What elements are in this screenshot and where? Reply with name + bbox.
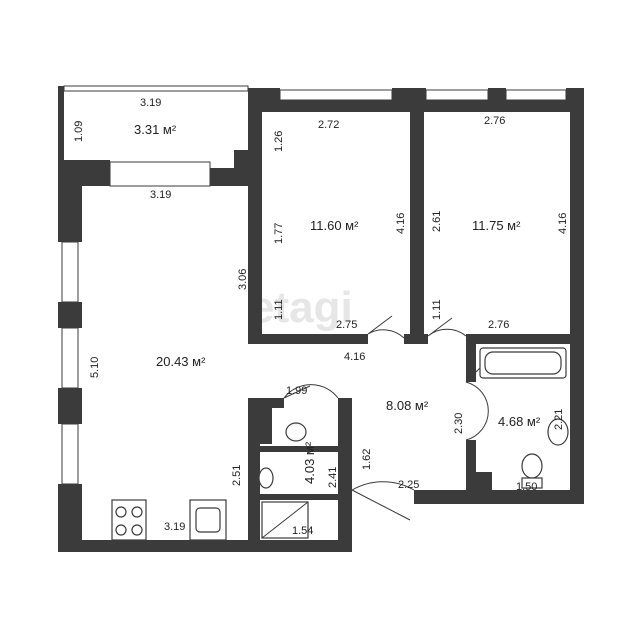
dim-hall-bottom: 2.25 xyxy=(398,479,419,491)
dim-living-mid: 3.06 xyxy=(237,269,249,290)
dim-hall-top: 4.16 xyxy=(344,351,365,363)
bottom-wall xyxy=(58,540,352,552)
bathroom-door xyxy=(465,367,489,441)
wc-partition xyxy=(258,494,342,500)
stove-burner xyxy=(115,524,127,536)
toilet-tank xyxy=(521,477,543,489)
balcony-left-rail xyxy=(58,86,64,160)
dim-balcony-top: 3.19 xyxy=(140,97,161,109)
dim-wc-left: 2.51 xyxy=(231,465,243,486)
left-wall xyxy=(58,388,82,424)
living-window-2 xyxy=(61,327,79,389)
top-wall-segment xyxy=(280,100,392,112)
living-window-3 xyxy=(61,423,79,485)
stove-burner xyxy=(131,506,143,518)
room-area-hall: 8.08 м² xyxy=(386,398,429,413)
stove-burner xyxy=(131,524,143,536)
dim-bed2-left: 2.61 xyxy=(431,211,443,232)
dim-bed1-left-mid: 1.77 xyxy=(273,223,285,244)
watermark: etagi xyxy=(250,283,353,332)
bathroom-sink xyxy=(547,418,569,446)
wc-top-wall xyxy=(248,398,284,408)
dim-bed1-left-lower: 1.11 xyxy=(273,299,285,320)
bedroom-divider-wall xyxy=(410,112,424,344)
dim-bed1-right: 4.16 xyxy=(395,213,407,234)
wc-toilet xyxy=(258,467,274,489)
bedroom2-door xyxy=(427,317,467,337)
room-area-bedroom-1: 11.60 м² xyxy=(310,218,359,233)
wc-right-wall xyxy=(338,398,352,552)
top-wall-segment xyxy=(488,88,506,112)
wc-partition xyxy=(258,446,342,452)
bedroom2-window-right xyxy=(505,89,567,101)
dim-bed1-top: 2.72 xyxy=(318,119,339,131)
bathroom-left-wall xyxy=(476,472,492,504)
wc-left-wall xyxy=(248,398,260,552)
right-wall xyxy=(570,88,584,504)
stove-burner xyxy=(115,506,127,518)
bedroom1-window xyxy=(279,89,393,101)
balcony-top-window xyxy=(63,85,249,92)
left-wall xyxy=(58,302,82,328)
dim-bed1-bottom: 2.75 xyxy=(336,319,357,331)
dim-bed2-left-lower: 1.11 xyxy=(431,299,443,320)
top-wall-segment xyxy=(426,100,488,112)
dim-balcony-side: 1.09 xyxy=(73,121,85,142)
dim-hall-left: 1.62 xyxy=(361,449,373,470)
living-top-wall xyxy=(58,160,110,186)
bedroom2-window-left xyxy=(425,89,489,101)
dim-living-bottom: 3.19 xyxy=(164,521,185,533)
bedroom2-bottom-wall xyxy=(466,334,584,344)
living-window-1 xyxy=(61,241,79,303)
wc-door xyxy=(283,384,339,399)
balcony-door xyxy=(109,161,211,187)
dim-bath-bottom: 1.50 xyxy=(516,481,537,493)
bedroom1-left-wall xyxy=(248,112,262,342)
wc-niche xyxy=(260,408,272,444)
dim-living-left: 5.10 xyxy=(89,357,101,378)
living-top-wall xyxy=(210,168,240,186)
room-area-wc: 4.03 м² xyxy=(302,441,317,484)
room-area-living: 20.43 м² xyxy=(156,354,206,369)
room-area-bathroom: 4.68 м² xyxy=(498,414,541,429)
top-wall-segment xyxy=(392,88,426,112)
dim-wc-shower: 1.54 xyxy=(292,525,313,537)
dim-bed2-right: 4.16 xyxy=(557,213,569,234)
dim-bath-right: 2.21 xyxy=(553,409,565,430)
left-wall xyxy=(58,186,82,242)
dim-balcony-bottom: 3.19 xyxy=(150,189,171,201)
bathroom-left-wall xyxy=(466,344,476,382)
wc-sink xyxy=(285,422,307,442)
bathroom-toilet xyxy=(521,453,543,479)
bottom-wall-right xyxy=(414,490,584,504)
bathtub-inner xyxy=(484,351,562,375)
dim-bed1-left-upper: 1.26 xyxy=(273,131,285,152)
dim-bed2-bottom: 2.76 xyxy=(488,319,509,331)
bedroom1-door xyxy=(367,315,405,339)
dim-hall-door: 2.30 xyxy=(453,413,465,434)
room-area-bedroom-2: 11.75 м² xyxy=(472,218,521,233)
top-wall-segment xyxy=(506,100,566,112)
dim-wc-top: 1.99 xyxy=(286,385,307,397)
top-wall-segment xyxy=(248,88,280,112)
kitchen-sink-bowl xyxy=(195,507,221,533)
shower-line xyxy=(261,501,309,539)
entrance-door xyxy=(351,481,415,521)
bathroom-left-wall xyxy=(466,440,476,504)
dim-bed2-top: 2.76 xyxy=(484,115,505,127)
dim-wc-right: 2.41 xyxy=(327,467,339,488)
bedroom1-bottom-wall xyxy=(248,334,368,344)
room-area-balcony: 3.31 м² xyxy=(134,122,177,137)
